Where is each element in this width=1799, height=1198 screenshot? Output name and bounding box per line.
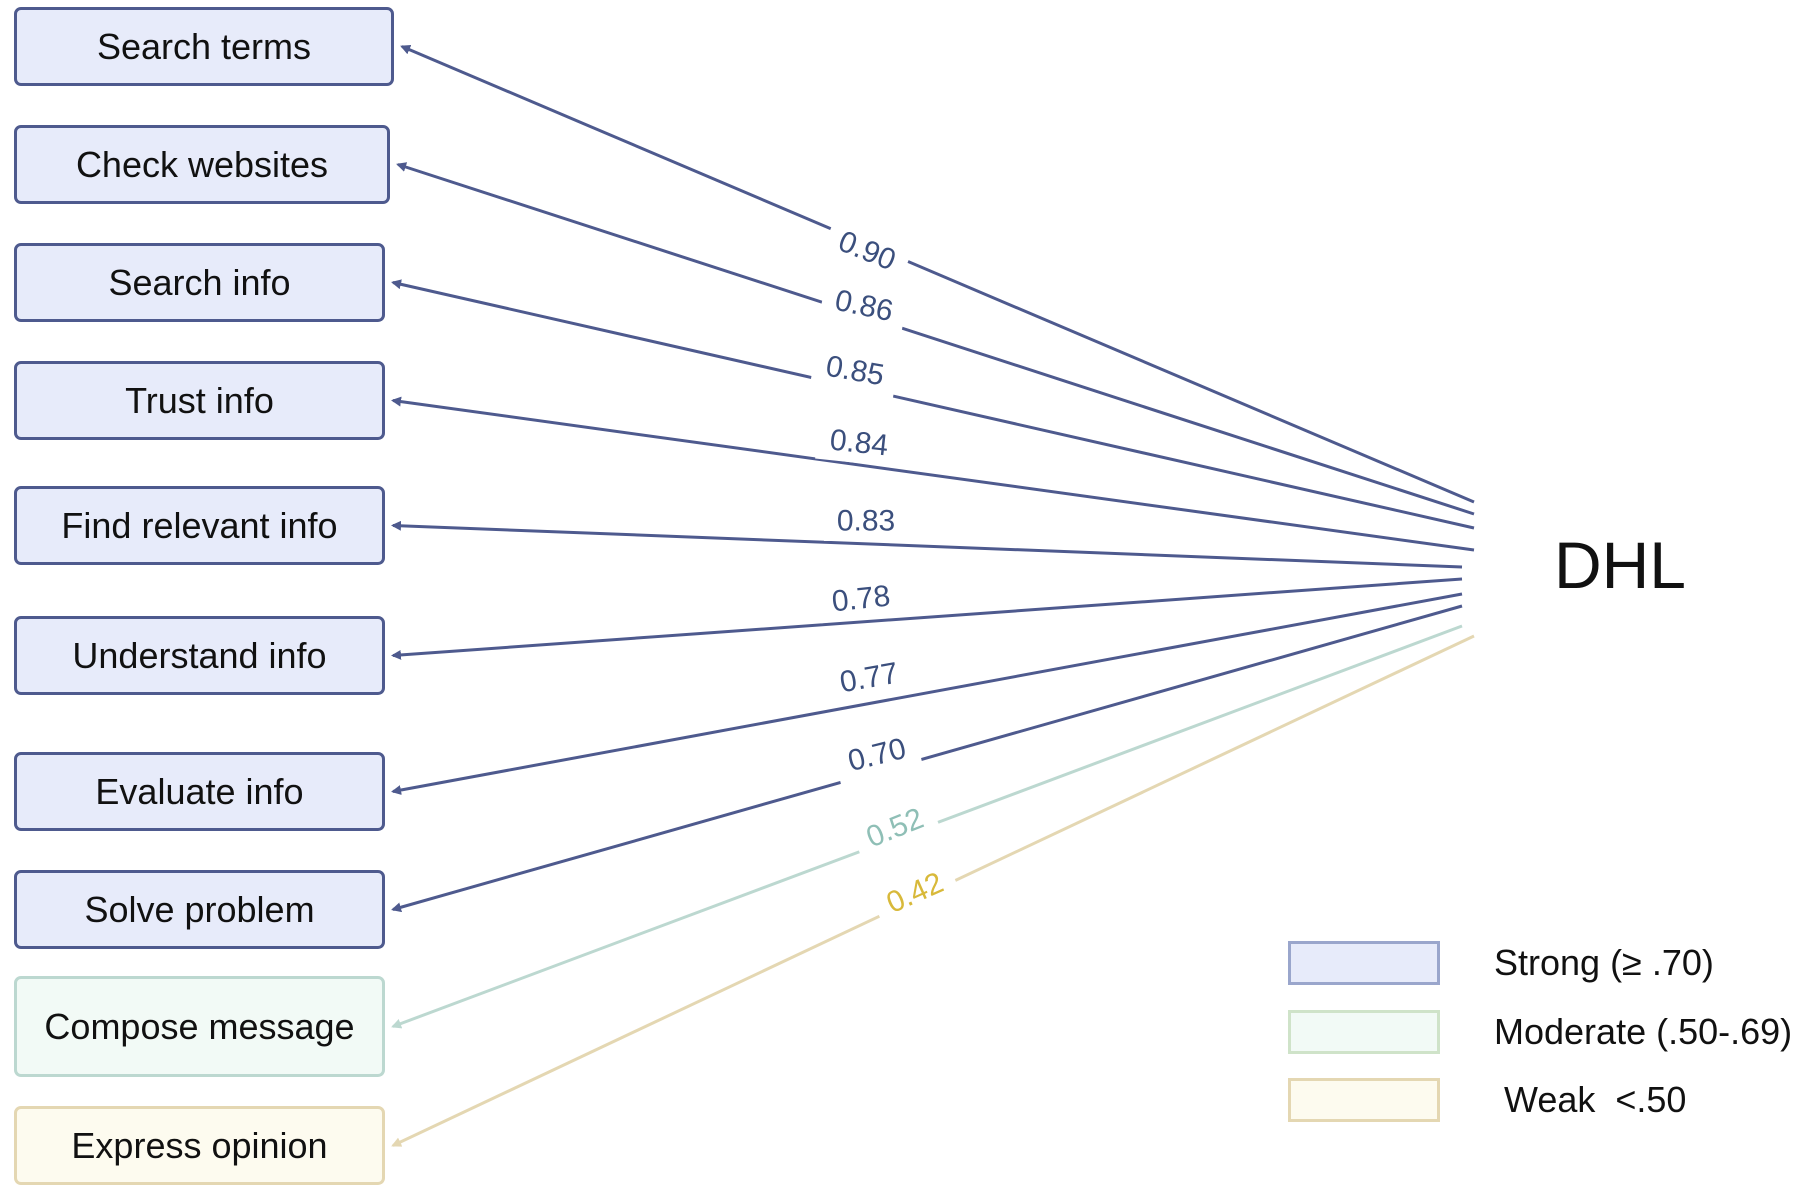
indicator-box-evaluate-info: Evaluate info <box>14 752 385 831</box>
legend-swatch-strong <box>1288 941 1440 985</box>
legend-label: Strong (≥ .70) <box>1494 942 1714 983</box>
indicator-box-check-websites: Check websites <box>14 125 390 204</box>
loading-arrow-evaluate-info <box>391 592 1463 795</box>
loading-arrow-find-relevant-info <box>391 520 1463 569</box>
loading-weight-compose-message: 0.52 <box>848 793 942 863</box>
loading-weight-search-terms: 0.90 <box>820 216 914 286</box>
indicator-label: Check websites <box>75 143 329 185</box>
indicator-box-solve-problem: Solve problem <box>14 870 385 949</box>
indicator-label: Express opinion <box>71 1124 328 1166</box>
loading-arrow-understand-info <box>391 577 1463 660</box>
indicator-label: Trust info <box>125 379 274 421</box>
indicator-box-find-relevant-info: Find relevant info <box>14 486 385 565</box>
indicator-label: Compose message <box>44 1005 355 1047</box>
indicator-box-compose-message: Compose message <box>14 976 385 1077</box>
loading-weight-trust-info: 0.84 <box>815 418 903 468</box>
loading-arrow-search-terms <box>400 45 1475 504</box>
loading-arrow-solve-problem <box>391 604 1463 913</box>
loading-weight-find-relevant-info: 0.83 <box>824 501 908 541</box>
indicator-box-trust-info: Trust info <box>14 361 385 440</box>
legend-swatch-weak <box>1288 1078 1440 1122</box>
loading-weight-search-info: 0.85 <box>810 344 900 398</box>
weight-value: 0.83 <box>837 505 895 538</box>
weight-value: 0.84 <box>828 424 890 463</box>
weight-value: 0.78 <box>830 580 892 619</box>
indicator-box-search-info: Search info <box>14 243 385 322</box>
loading-weight-express-opinion: 0.42 <box>868 857 962 929</box>
loading-arrow-search-info <box>391 279 1475 530</box>
indicator-label: Solve problem <box>84 888 315 930</box>
indicator-label: Search terms <box>96 25 312 67</box>
loading-arrow-trust-info <box>391 396 1475 552</box>
legend-swatch-moderate <box>1288 1010 1440 1054</box>
legend-item-moderate: Moderate (.50-.69) <box>1288 1010 1792 1056</box>
indicator-label: Search info <box>108 261 291 303</box>
loading-weight-understand-info: 0.78 <box>817 574 905 624</box>
loading-weight-solve-problem: 0.70 <box>831 725 923 785</box>
indicator-box-search-terms: Search terms <box>14 7 394 86</box>
weight-value: 0.70 <box>845 732 910 778</box>
loading-arrow-check-websites <box>396 162 1475 516</box>
indicator-box-express-opinion: Express opinion <box>14 1106 385 1185</box>
indicator-box-understand-info: Understand info <box>14 616 385 695</box>
indicator-label: Understand info <box>72 634 327 676</box>
loading-weight-evaluate-info: 0.77 <box>824 651 914 705</box>
legend-item-weak: Weak <.50 <box>1288 1078 1788 1124</box>
legend-label: Moderate (.50-.69) <box>1494 1011 1793 1052</box>
legend-label: Weak <.50 <box>1494 1079 1687 1120</box>
indicator-label: Evaluate info <box>95 770 304 812</box>
legend-item-strong: Strong (≥ .70) <box>1288 941 1788 987</box>
dhl-construct-label: DHL <box>1553 528 1687 602</box>
indicator-label: Find relevant info <box>61 504 338 546</box>
loading-weight-check-websites: 0.86 <box>818 277 910 335</box>
